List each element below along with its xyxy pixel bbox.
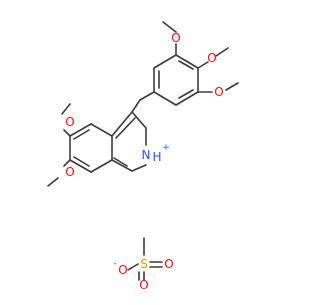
atom-o-right-lower: O — [214, 85, 223, 99]
atom-s: S — [140, 257, 148, 271]
methanesulfonate — [127, 237, 163, 281]
atom-n-ring: N — [142, 148, 151, 162]
atom-o-top: O — [171, 31, 180, 45]
methoxy-bonds-left — [47, 103, 71, 187]
atom-o-left-lower: O — [65, 165, 74, 179]
methylene-bridge — [131, 91, 155, 113]
atom-o-sulfonate-charge: - — [113, 259, 116, 269]
trimethoxyphenyl-ring — [153, 54, 199, 106]
atom-o-right: O — [207, 51, 216, 65]
methoxy-bonds-top — [162, 21, 239, 93]
molecule-canvas: O O O O O N H + S O - O O — [47, 21, 239, 292]
isoquinoline-ring — [69, 111, 147, 173]
atom-o-sulfonate-right: O — [164, 257, 173, 271]
atom-n-hydrogen: H — [152, 150, 161, 164]
atom-o-left-upper: O — [65, 115, 74, 129]
atom-n-charge: + — [162, 143, 170, 153]
structure-svg: O O O O O N H + S O - O O — [47, 21, 239, 292]
atom-o-sulfonate-bottom: O — [139, 278, 148, 292]
atom-o-sulfonate-left: O — [118, 263, 127, 277]
